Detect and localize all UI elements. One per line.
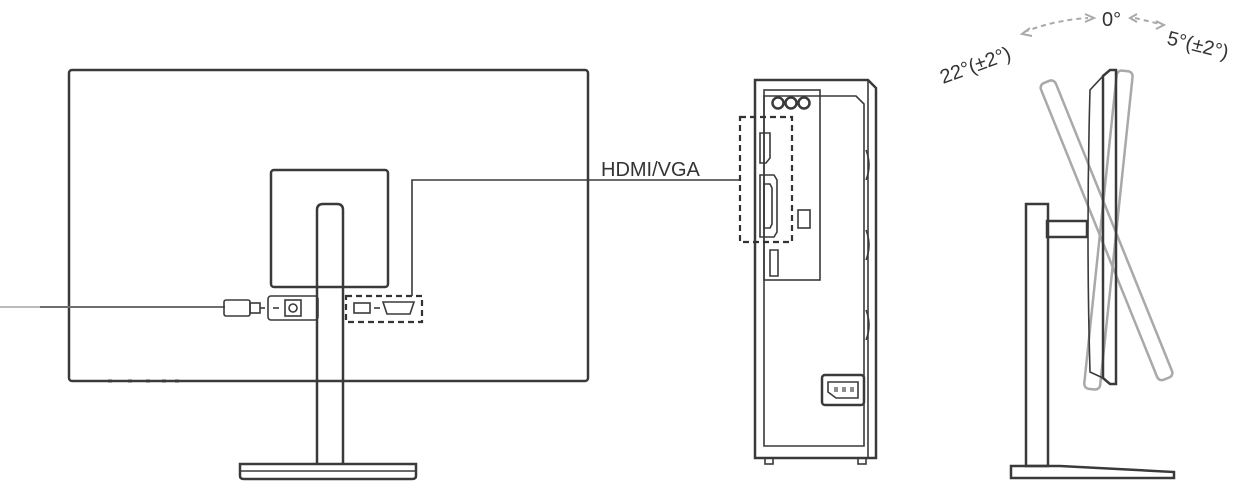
tilt-back-label: 22°(±2°) <box>937 43 1014 89</box>
side-stand-base <box>1009 464 1176 480</box>
stand-base <box>238 462 418 481</box>
hdmi-vga-cable-line <box>411 179 740 296</box>
tilt-panel-upright <box>1087 68 1118 386</box>
pc-video-ports-highlight <box>738 115 794 244</box>
tilt-hinge <box>1045 219 1089 239</box>
pc-power-socket <box>820 373 866 407</box>
tilt-arrows <box>1019 13 1167 37</box>
tilt-forward-label: 5°(±2°) <box>1165 28 1231 64</box>
monitor-video-ports <box>344 294 424 324</box>
dc-power-port <box>267 295 319 321</box>
pc-hdmi-port <box>759 132 771 164</box>
tilt-zero-label: 0° <box>1102 9 1121 31</box>
monitor-rear-view: HDMI/VGA <box>0 68 740 481</box>
side-stand-neck <box>1024 202 1050 468</box>
pc-tower <box>738 78 878 465</box>
monitor-panel <box>67 68 590 383</box>
tilt-ghost-forward <box>1082 69 1134 391</box>
monitor-side-view: 0° 5°(±2°) 22°(±2°) <box>937 9 1231 480</box>
ethernet-port <box>797 209 811 229</box>
stand-neck <box>315 202 345 464</box>
cable-label: HDMI/VGA <box>601 159 701 181</box>
pc-vga-port <box>759 174 778 238</box>
vesa-mount-plate <box>269 168 390 289</box>
tower-case <box>753 78 878 460</box>
audio-jacks <box>771 96 811 110</box>
power-cable <box>0 299 265 317</box>
